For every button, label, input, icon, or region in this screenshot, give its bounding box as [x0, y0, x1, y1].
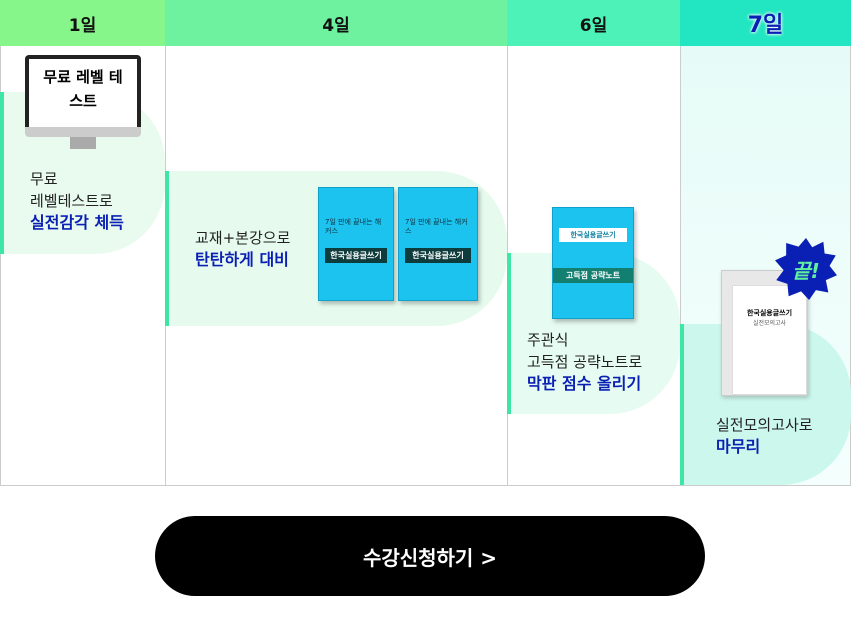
paper-title: 한국실용글쓰기 [746, 309, 793, 317]
enroll-button-label: 수강신청하기 > [362, 545, 498, 570]
book-title: 한국실용글쓰기 [405, 248, 471, 263]
mock-exam-image: 한국실용글쓰기 실전모의고사 [721, 270, 808, 396]
day-header-7: 7일 [680, 0, 851, 46]
step4-highlight: 마무리 [716, 437, 761, 456]
day-header-1: 1일 [0, 0, 165, 46]
book-subtitle: 7일 만에 끝내는 해커스 [325, 218, 382, 235]
done-badge-text: 끝! [792, 258, 820, 283]
step3-text: 고득점 공략노트로 [527, 353, 643, 371]
day-header-6: 6일 [507, 0, 680, 46]
step1-text: 무료 [30, 170, 58, 188]
paper-subtitle: 실전모의고사 [752, 320, 787, 327]
day-label: 1일 [68, 15, 97, 36]
book-subtitle: 7일 만에 끝내는 해커스 [405, 218, 468, 235]
day-label: 4일 [322, 15, 350, 36]
monitor-text: 무료 레벨 테스트 [29, 59, 137, 127]
enroll-button[interactable]: 수강신청하기 > [155, 516, 705, 596]
step3-card: 주관식 고득점 공략노트로 막판 점수 올리기 [507, 253, 680, 414]
book-title: 고득점 공략노트 [553, 268, 633, 283]
day-label: 6일 [579, 15, 608, 36]
monitor-image: 무료 레벨 테스트 [25, 55, 141, 150]
note-book-image: 한국실용글쓰기 고득점 공략노트 [552, 207, 634, 319]
step2-highlight: 탄탄하게 대비 [195, 250, 289, 269]
textbook-image: 7일 만에 끝내는 해커스 한국실용글쓰기 [398, 187, 478, 301]
step3-highlight: 막판 점수 올리기 [527, 374, 642, 393]
column-day1 [0, 46, 165, 486]
step3-text: 주관식 [527, 331, 569, 349]
step4-text: 실전모의고사로 [716, 416, 813, 434]
step1-highlight: 실전감각 체득 [30, 213, 124, 232]
step1-text: 레벨테스트로 [30, 192, 113, 210]
textbook-image: 7일 만에 끝내는 해커스 한국실용글쓰기 [318, 187, 394, 301]
step2-text: 교재+본강으로 [195, 229, 291, 247]
day-header-4: 4일 [165, 0, 507, 46]
book-title: 한국실용글쓰기 [325, 248, 387, 263]
book-subtitle: 한국실용글쓰기 [559, 228, 627, 242]
day-label: 7일 [747, 13, 784, 38]
